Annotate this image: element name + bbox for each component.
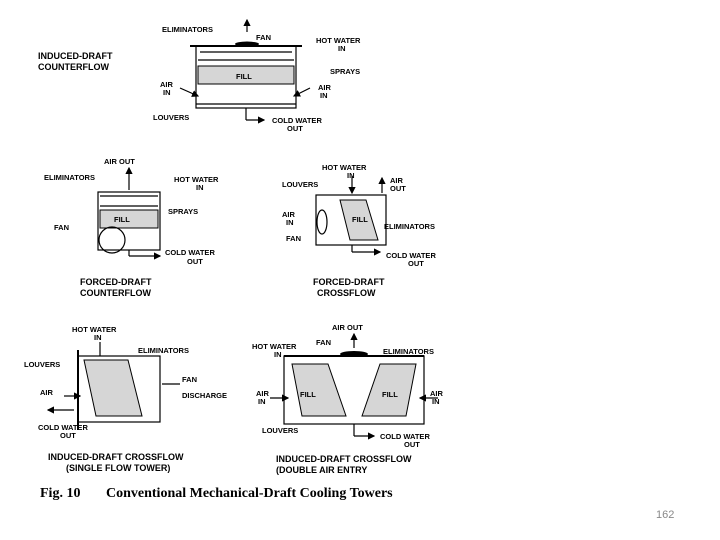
- d4-eliminators-label: ELIMINATORS: [138, 346, 189, 355]
- d1-hot-water-label-2: IN: [338, 44, 346, 53]
- figure-caption: Fig. 10 Conventional Mechanical-Draft Coo…: [40, 486, 393, 502]
- d5-air-in-left-label-2: IN: [258, 397, 266, 406]
- d4-fill-zone: [83, 359, 143, 417]
- d5-air-in-right-label-2: IN: [432, 397, 440, 406]
- d1-fan-icon: [235, 41, 259, 47]
- d1-air-in-left-label-1: AIR: [160, 80, 174, 89]
- d3-fan-label: FAN: [286, 234, 301, 243]
- d2-sprays-label: SPRAYS: [168, 207, 198, 216]
- d5-louvers-label: LOUVERS: [262, 426, 298, 435]
- d1-air-in-right-label-1: AIR: [318, 83, 332, 92]
- d3-tower-body: [315, 194, 387, 246]
- d5-cold-water-label-1: COLD WATER: [380, 432, 430, 441]
- d3-fill-zone: [339, 199, 379, 241]
- forced-draft-crossflow-diagram: HOT WATER IN LOUVERS AIR OUT AIR IN FILL…: [282, 163, 436, 298]
- d1-air-in-right-label-2: IN: [320, 91, 328, 100]
- d5-air-out-label: AIR OUT: [332, 323, 363, 332]
- d1-eliminators-label: ELIMINATORS: [162, 25, 213, 34]
- d1-hot-water-label-1: HOT WATER: [316, 36, 361, 45]
- d3-hot-water-label-2: IN: [347, 171, 355, 180]
- d4-hot-water-label-2: IN: [94, 333, 102, 342]
- d3-air-in-label-2: IN: [286, 218, 294, 227]
- d3-fill-label: FILL: [352, 215, 368, 224]
- forced-draft-counterflow-diagram: AIR OUT ELIMINATORS HOT WATER IN FILL SP…: [44, 157, 219, 298]
- d1-sprays-label: SPRAYS: [330, 67, 360, 76]
- page-number: 162: [656, 509, 675, 521]
- d5-fill-right-label: FILL: [382, 390, 398, 399]
- d1-fill-label: FILL: [236, 72, 252, 81]
- d1-cold-water-label-2: OUT: [287, 124, 303, 133]
- d5-air-in-right-label-1: AIR: [430, 389, 444, 398]
- d5-fan-icon: [340, 351, 368, 357]
- d3-title-1: FORCED-DRAFT: [313, 277, 385, 287]
- d3-cold-water-label-1: COLD WATER: [386, 251, 436, 260]
- d2-fill-zone: [99, 209, 159, 229]
- d5-air-in-left-label-1: AIR: [256, 389, 270, 398]
- d3-air-out-label-1: AIR: [390, 176, 404, 185]
- d3-hot-water-label-1: HOT WATER: [322, 163, 367, 172]
- figure-number: Fig. 10: [40, 486, 81, 501]
- d4-cold-water-label-1: COLD WATER: [38, 423, 88, 432]
- d4-air-label: AIR: [40, 388, 54, 397]
- induced-draft-crossflow-double-diagram: AIR OUT HOT WATER IN FAN ELIMINATORS FIL…: [252, 323, 444, 475]
- d1-title-1: INDUCED-DRAFT: [38, 51, 113, 61]
- figure-caption-text: Conventional Mechanical-Draft Cooling To…: [106, 486, 393, 501]
- d3-air-out-label-2: OUT: [390, 184, 406, 193]
- d3-fan-icon: [316, 209, 328, 235]
- d4-title-2: (SINGLE FLOW TOWER): [66, 463, 170, 473]
- d3-louvers-label: LOUVERS: [282, 180, 318, 189]
- d4-discharge-label: DISCHARGE: [182, 391, 227, 400]
- d4-fan-label: FAN: [182, 375, 197, 384]
- d2-fan-icon: [98, 226, 126, 254]
- d2-title-2: COUNTERFLOW: [80, 288, 151, 298]
- d1-fan-label: FAN: [256, 33, 271, 42]
- d4-cold-water-label-2: OUT: [60, 431, 76, 440]
- d4-hot-water-label-1: HOT WATER: [72, 325, 117, 334]
- d5-cold-water-label-2: OUT: [404, 440, 420, 449]
- d3-eliminators-label: ELIMINATORS: [384, 222, 435, 231]
- d3-air-in-label-1: AIR: [282, 210, 296, 219]
- induced-draft-crossflow-single-diagram: HOT WATER IN ELIMINATORS LOUVERS FAN DIS…: [24, 325, 227, 473]
- d4-louvers-label: LOUVERS: [24, 360, 60, 369]
- d5-fill-left-label: FILL: [300, 390, 316, 399]
- d5-fill-right-zone: [361, 363, 417, 417]
- d3-title-2: CROSSFLOW: [317, 288, 376, 298]
- d2-title-1: FORCED-DRAFT: [80, 277, 152, 287]
- d1-louvers-label: LOUVERS: [153, 113, 189, 122]
- d2-eliminators-label: ELIMINATORS: [44, 173, 95, 182]
- d5-hot-water-label-1: HOT WATER: [252, 342, 297, 351]
- d1-fill-zone: [197, 65, 295, 85]
- d3-cold-water-label-2: OUT: [408, 259, 424, 268]
- d1-air-in-right-arrow: [292, 87, 311, 97]
- d2-cold-water-label-2: OUT: [187, 257, 203, 266]
- d5-fill-left-zone: [291, 363, 347, 417]
- d1-air-in-left-arrow: [179, 87, 200, 97]
- d2-hot-water-label-1: HOT WATER: [174, 175, 219, 184]
- d2-fill-label: FILL: [114, 215, 130, 224]
- d5-title-1: INDUCED-DRAFT CROSSFLOW: [276, 454, 412, 464]
- d1-air-in-left-label-2: IN: [163, 88, 171, 97]
- d2-cold-water-label-1: COLD WATER: [165, 248, 215, 257]
- d2-air-out-label: AIR OUT: [104, 157, 135, 166]
- d2-hot-water-label-2: IN: [196, 183, 204, 192]
- d1-cold-water-label-1: COLD WATER: [272, 116, 322, 125]
- d5-hot-water-label-2: IN: [274, 350, 282, 359]
- d5-eliminators-label: ELIMINATORS: [383, 347, 434, 356]
- induced-draft-counterflow-diagram: INDUCED-DRAFT COUNTERFLOW ELIMINATORS FA…: [38, 18, 361, 133]
- d5-title-2: (DOUBLE AIR ENTRY: [276, 465, 367, 475]
- d1-title-2: COUNTERFLOW: [38, 62, 109, 72]
- d5-fan-label: FAN: [316, 338, 331, 347]
- d2-fan-label: FAN: [54, 223, 69, 232]
- d4-title-1: INDUCED-DRAFT CROSSFLOW: [48, 452, 184, 462]
